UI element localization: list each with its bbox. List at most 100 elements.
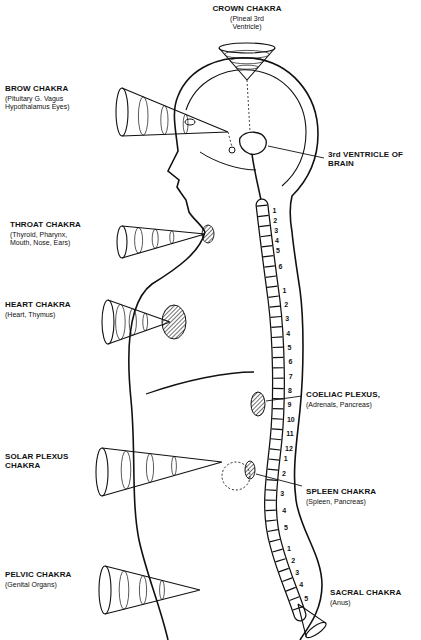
arm-line [146, 372, 254, 394]
label-slot: 1 [283, 454, 289, 463]
label-slot: 5 [303, 594, 309, 603]
leader-line [268, 146, 324, 158]
label-slot: 8 [287, 386, 293, 395]
label-slot: 4 [274, 236, 280, 245]
label-slot: 1 [286, 544, 292, 553]
throat-funnel-coil [135, 228, 143, 254]
plexus-name: COELIAC PLEXUS, [306, 390, 380, 399]
label-slot: (Pineal 3rd Ventricle) [216, 15, 278, 31]
chakra-name: PELVIC CHAKRA [5, 570, 72, 579]
solar-funnel [102, 448, 222, 496]
chakra-name: SOLAR PLEXUS CHAKRA [5, 452, 77, 470]
body-back-outline [168, 58, 322, 640]
label-slot: (Heart, Thymus) [5, 311, 55, 319]
vertebra-number: 12 [284, 444, 294, 453]
chakra-name: SPLEEN CHAKRA [306, 487, 376, 496]
crown-funnel-coil [230, 58, 264, 64]
vertebra-number: 1 [283, 454, 289, 463]
label-slot: 5 [283, 523, 289, 532]
sacral-funnel [298, 604, 326, 637]
label-slot: 7 [288, 372, 294, 381]
vertebra-number: 5 [275, 246, 281, 255]
pelvic-funnel [105, 566, 200, 614]
organ-note: (Anus) [330, 599, 351, 607]
vertebra-number: 10 [286, 415, 296, 424]
spleen-chakra [245, 461, 255, 479]
throat-funnel [122, 226, 205, 258]
label-slot: 3 [279, 489, 285, 498]
vertebra-number: 4 [298, 580, 304, 589]
vertebra-number: 7 [288, 372, 294, 381]
body-front-outline [129, 232, 205, 640]
label-slot: 5 [286, 343, 292, 352]
crown-funnel-mouth [219, 43, 275, 53]
label-slot: 3rd VENTRICLE OF BRAIN [328, 150, 416, 168]
vertebra-number: 6 [287, 357, 293, 366]
label-slot: 2 [283, 300, 289, 309]
chakra-name: BROW CHAKRA [5, 84, 68, 93]
solar-funnel-coil [172, 456, 177, 475]
chakra-name: CROWN CHAKRA [212, 4, 281, 13]
leader-line [256, 474, 302, 486]
vertebra-number: 3 [273, 226, 279, 235]
vertebra-number: 5 [283, 523, 289, 532]
organ-note: (Pituitary G. Vagus Hypothalamus Eyes) [5, 95, 105, 111]
pelvic-funnel-coil [119, 571, 129, 609]
label-slot: 2 [290, 556, 296, 565]
label-slot: SACRAL CHAKRA [330, 588, 401, 597]
spine-outline [262, 205, 300, 615]
vertebra-number: 2 [272, 216, 278, 225]
pelvic-funnel-mouth [99, 566, 111, 614]
brain-base [200, 152, 256, 170]
label-slot: 10 [286, 415, 296, 424]
label-slot: BROW CHAKRA [5, 84, 68, 93]
vertebra-number: 4 [285, 329, 291, 338]
vertebra-number: 2 [281, 469, 287, 478]
vertebra-number: 4 [274, 236, 280, 245]
brow-funnel-coil [161, 106, 168, 135]
vertebra-number: 4 [281, 506, 287, 515]
vertebra-number: 9 [287, 400, 293, 409]
solar-funnel-coil [121, 451, 131, 489]
label-slot: (Spleen, Pancreas) [306, 498, 366, 506]
vertebra-number: 1 [286, 544, 292, 553]
vertebra-number: 3 [294, 568, 300, 577]
vertebra-number: 2 [290, 556, 296, 565]
structure-label: 3rd VENTRICLE OF BRAIN [328, 150, 416, 168]
thyroid-organ [202, 225, 214, 243]
label-slot: 1 [281, 286, 287, 295]
label-slot: (Genital Organs) [5, 581, 57, 589]
label-slot: PELVIC CHAKRA [5, 570, 72, 579]
crown-funnel-coil [225, 50, 270, 58]
brow-funnel-mouth [116, 88, 128, 136]
organ-note: (Adrenals, Pancreas) [306, 401, 372, 409]
label-slot: SPLEEN CHAKRA [306, 487, 376, 496]
organ-note: (Thyroid, Pharynx, Mouth, Nose, Ears) [10, 231, 88, 247]
brow-funnel-coil [183, 114, 188, 133]
label-slot: 1 [271, 206, 277, 215]
label-slot: 6 [287, 357, 293, 366]
organ-note: (Genital Organs) [5, 581, 57, 589]
vertebra-number: 3 [279, 489, 285, 498]
label-slot: 5 [275, 246, 281, 255]
chakra-name: HEART CHAKRA [5, 300, 71, 309]
vertebra-number: 8 [287, 386, 293, 395]
label-slot: 3 [284, 314, 290, 323]
vertebra-number: 6 [278, 262, 284, 271]
heart-funnel [108, 300, 170, 344]
label-slot: 2 [272, 216, 278, 225]
vertebra-number: 3 [284, 314, 290, 323]
leader-line [266, 396, 302, 401]
pelvic-funnel-coil [139, 576, 146, 605]
skull-inner [186, 70, 306, 186]
heart-organ [162, 305, 186, 339]
chakra-name: SACRAL CHAKRA [330, 588, 401, 597]
organ-note: (Heart, Thymus) [5, 311, 55, 319]
label-slot: (Adrenals, Pancreas) [306, 401, 372, 409]
brow-link [228, 132, 232, 147]
sacral-funnel-mouth [304, 620, 328, 640]
label-slot: 9 [287, 400, 293, 409]
eye [185, 119, 195, 125]
brow-funnel-coil [138, 97, 148, 135]
